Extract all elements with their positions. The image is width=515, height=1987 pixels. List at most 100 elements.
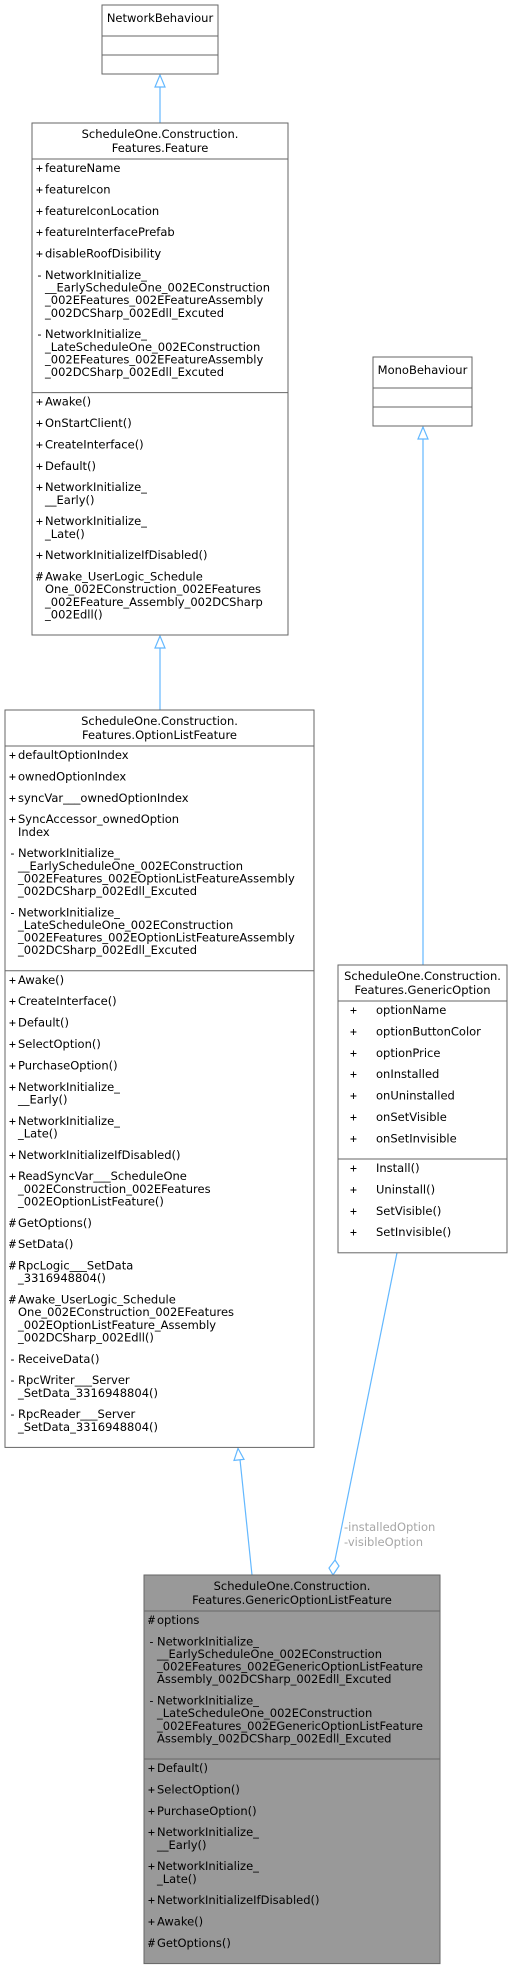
method-text: Awake() <box>157 1915 203 1929</box>
method-text: RpcReader___Server <box>18 1407 136 1421</box>
attribute-text: defaultOptionIndex <box>18 748 129 762</box>
generalization-arrowhead <box>417 425 429 440</box>
method-visibility-marker: # <box>9 1293 16 1307</box>
attribute-visibility-marker: + <box>350 1089 357 1103</box>
method-visibility-marker: + <box>148 1782 155 1796</box>
method-text: One_002EConstruction_002EFeatures <box>45 582 261 596</box>
relationship-edges <box>154 73 429 1577</box>
attribute-text: options <box>157 1613 199 1627</box>
class-title-line: Features.Feature <box>112 141 209 155</box>
method-visibility-marker: + <box>350 1182 357 1196</box>
association-labels: -installedOption -visibleOption <box>344 1520 435 1549</box>
attribute-text: _LateScheduleOne_002EConstruction <box>17 918 233 932</box>
method-text: _Late() <box>156 1872 197 1886</box>
method-visibility-marker: + <box>36 395 43 409</box>
attribute-visibility-marker: # <box>148 1613 155 1627</box>
method-text: GetOptions() <box>18 1216 92 1230</box>
method-visibility-marker: + <box>9 1037 16 1051</box>
attribute-visibility-marker: + <box>9 812 16 826</box>
method-visibility-marker: + <box>9 1080 16 1094</box>
attribute-text: _002DCSharp_002Edll_Excuted <box>17 884 197 898</box>
network-behaviour-class-box: NetworkBehaviour <box>101 4 219 75</box>
role-label-visible-option: -visibleOption <box>344 1535 423 1549</box>
attribute-visibility-marker: - <box>36 268 43 282</box>
attribute-text: NetworkInitialize_ <box>45 327 147 341</box>
attribute-visibility-marker: + <box>9 791 16 805</box>
attribute-text: featureIconLocation <box>45 204 159 218</box>
class-title-line: ScheduleOne.Construction. <box>214 1579 371 1593</box>
attribute-visibility-marker: + <box>350 1131 357 1145</box>
attribute-visibility-marker: + <box>36 247 43 261</box>
method-visibility-marker: - <box>9 1407 16 1421</box>
attribute-text: _002DCSharp_002Edll_Excuted <box>44 365 224 379</box>
attribute-visibility-marker: - <box>9 905 16 919</box>
role-label-installed-option: -installedOption <box>344 1520 435 1534</box>
generalization-arrowhead <box>154 634 166 649</box>
method-visibility-marker: + <box>36 459 43 473</box>
attribute-text: ownedOptionIndex <box>18 769 126 783</box>
method-text: _002EFeature_Assembly_002DCSharp <box>44 595 263 609</box>
method-text: _Late() <box>17 1126 58 1140</box>
class-title-line: ScheduleOne.Construction. <box>82 127 239 141</box>
class-title-line: Features.OptionListFeature <box>82 728 237 742</box>
mono-behaviour-box-frame <box>372 356 473 427</box>
attribute-text: onSetVisible <box>376 1110 447 1124</box>
method-text: ReadSyncVar___ScheduleOne <box>18 1169 187 1183</box>
attribute-visibility-marker: + <box>9 748 16 762</box>
attribute-visibility-marker: + <box>350 1067 357 1081</box>
method-visibility-marker: + <box>9 1114 16 1128</box>
method-visibility-marker: # <box>36 570 43 584</box>
attribute-visibility-marker: + <box>36 161 43 175</box>
attribute-visibility-marker: - <box>36 327 43 341</box>
method-text: NetworkInitialize_ <box>18 1080 120 1094</box>
class-title-line: Features.GenericOptionListFeature <box>192 1593 392 1607</box>
method-visibility-marker: + <box>148 1859 155 1873</box>
method-visibility-marker: # <box>9 1259 16 1273</box>
method-visibility-marker: - <box>9 1352 16 1366</box>
attribute-text: NetworkInitialize_ <box>18 846 120 860</box>
attribute-visibility-marker: + <box>350 1110 357 1124</box>
attribute-visibility-marker: + <box>350 1024 357 1038</box>
method-text: _002EOptionListFeature() <box>17 1194 164 1208</box>
attribute-text: NetworkInitialize_ <box>157 1694 259 1708</box>
attribute-text: optionName <box>376 1003 446 1017</box>
generic-option-box-frame <box>337 964 508 1254</box>
method-text: __Early() <box>156 1838 207 1852</box>
attribute-visibility-marker: + <box>9 769 16 783</box>
method-text: Install() <box>376 1161 420 1175</box>
method-text: _3316948804() <box>17 1271 106 1285</box>
attribute-text: _002DCSharp_002Edll_Excuted <box>44 306 224 320</box>
method-text: _Late() <box>44 527 85 541</box>
attribute-text: _002EFeatures_002EFeatureAssembly <box>44 352 263 366</box>
attribute-text: disableRoofDisibility <box>45 247 161 261</box>
method-visibility-marker: + <box>9 1169 16 1183</box>
attribute-text: _002DCSharp_002Edll_Excuted <box>17 943 197 957</box>
attribute-visibility-marker: - <box>9 846 16 860</box>
method-text: Default() <box>45 459 96 473</box>
method-visibility-marker: + <box>36 548 43 562</box>
attribute-text: _002EFeatures_002EOptionListFeatureAssem… <box>17 931 295 945</box>
attribute-text: syncVar___ownedOptionIndex <box>18 791 189 805</box>
class-title-line: Features.GenericOption <box>354 983 490 997</box>
class-title-line: ScheduleOne.Construction. <box>344 969 501 983</box>
method-text: Default() <box>18 1016 69 1030</box>
class-title-line: MonoBehaviour <box>378 363 468 377</box>
attribute-text: _002EFeatures_002EGenericOptionListFeatu… <box>156 1719 423 1733</box>
method-visibility-marker: + <box>36 480 43 494</box>
method-visibility-marker: + <box>36 437 43 451</box>
generic-option-class-box: ScheduleOne.Construction.Features.Generi… <box>337 964 508 1254</box>
method-text: NetworkInitializeIfDisabled() <box>45 548 208 562</box>
attribute-text: NetworkInitialize_ <box>157 1634 259 1648</box>
generic-option-list-feature-class-box: ScheduleOne.Construction.Features.Generi… <box>143 1574 441 1965</box>
method-visibility-marker: + <box>350 1161 357 1175</box>
attribute-text: featureInterfacePrefab <box>45 225 175 239</box>
method-text: _002EOptionListFeature_Assembly <box>17 1318 216 1332</box>
aggregation-diamond <box>328 1558 340 1577</box>
class-title-line: ScheduleOne.Construction. <box>81 714 238 728</box>
option-list-feature-class-box: ScheduleOne.Construction.Features.Option… <box>4 709 315 1448</box>
class-boxes: NetworkBehaviourScheduleOne.Construction… <box>4 4 508 1965</box>
feature-box-frame <box>31 122 289 636</box>
method-text: PurchaseOption() <box>157 1804 257 1818</box>
generalization-line <box>239 1459 253 1576</box>
method-text: _002Edll() <box>44 607 103 621</box>
